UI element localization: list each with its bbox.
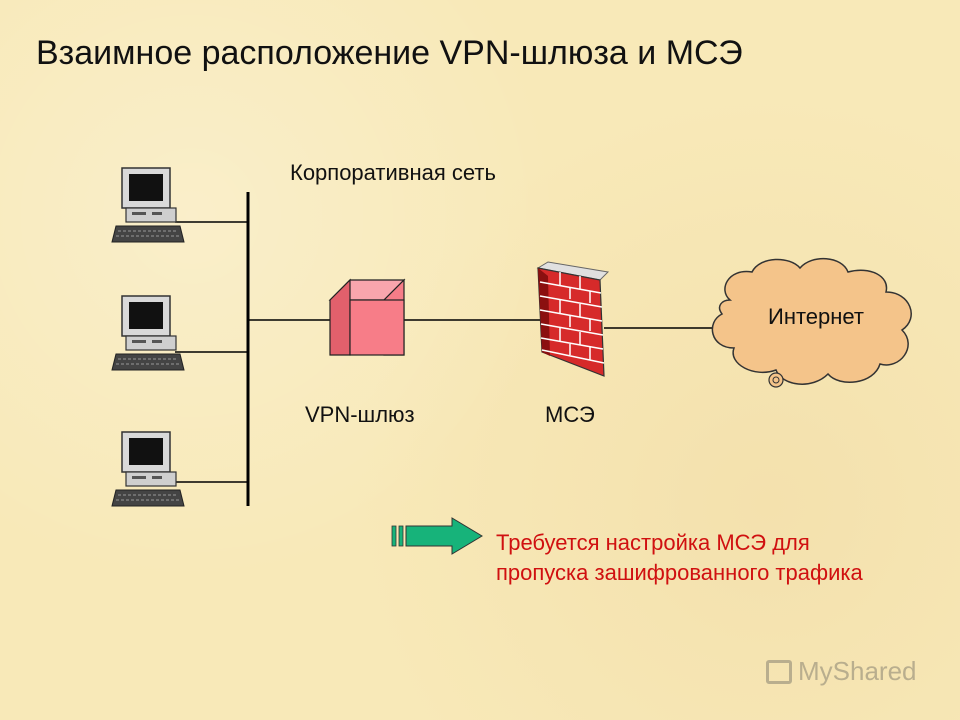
note-text: Требуется настройка МСЭ для пропуска заш… — [496, 528, 863, 588]
watermark-text: MyShared — [798, 656, 917, 686]
corporate-network-label: Корпоративная сеть — [290, 160, 496, 185]
computer-icon — [111, 431, 185, 507]
watermark: MyShared — [766, 656, 917, 687]
firewall-label: МСЭ — [545, 402, 595, 427]
computer-icon — [111, 295, 185, 371]
computer-icon — [111, 167, 185, 243]
vpn-gateway-label: VPN-шлюз — [305, 402, 415, 427]
note-line-2: пропуска зашифрованного трафика — [496, 560, 863, 585]
note-line-1: Требуется настройка МСЭ для — [496, 530, 810, 555]
internet-cloud-icon — [711, 257, 912, 388]
watermark-logo-icon — [766, 659, 792, 684]
internet-label: Интернет — [768, 304, 864, 329]
page-title: Взаимное расположение VPN-шлюза и МСЭ — [36, 34, 743, 72]
arrow-right-icon — [391, 517, 483, 555]
firewall-icon — [536, 261, 610, 377]
vpn-gateway-box — [328, 278, 406, 356]
